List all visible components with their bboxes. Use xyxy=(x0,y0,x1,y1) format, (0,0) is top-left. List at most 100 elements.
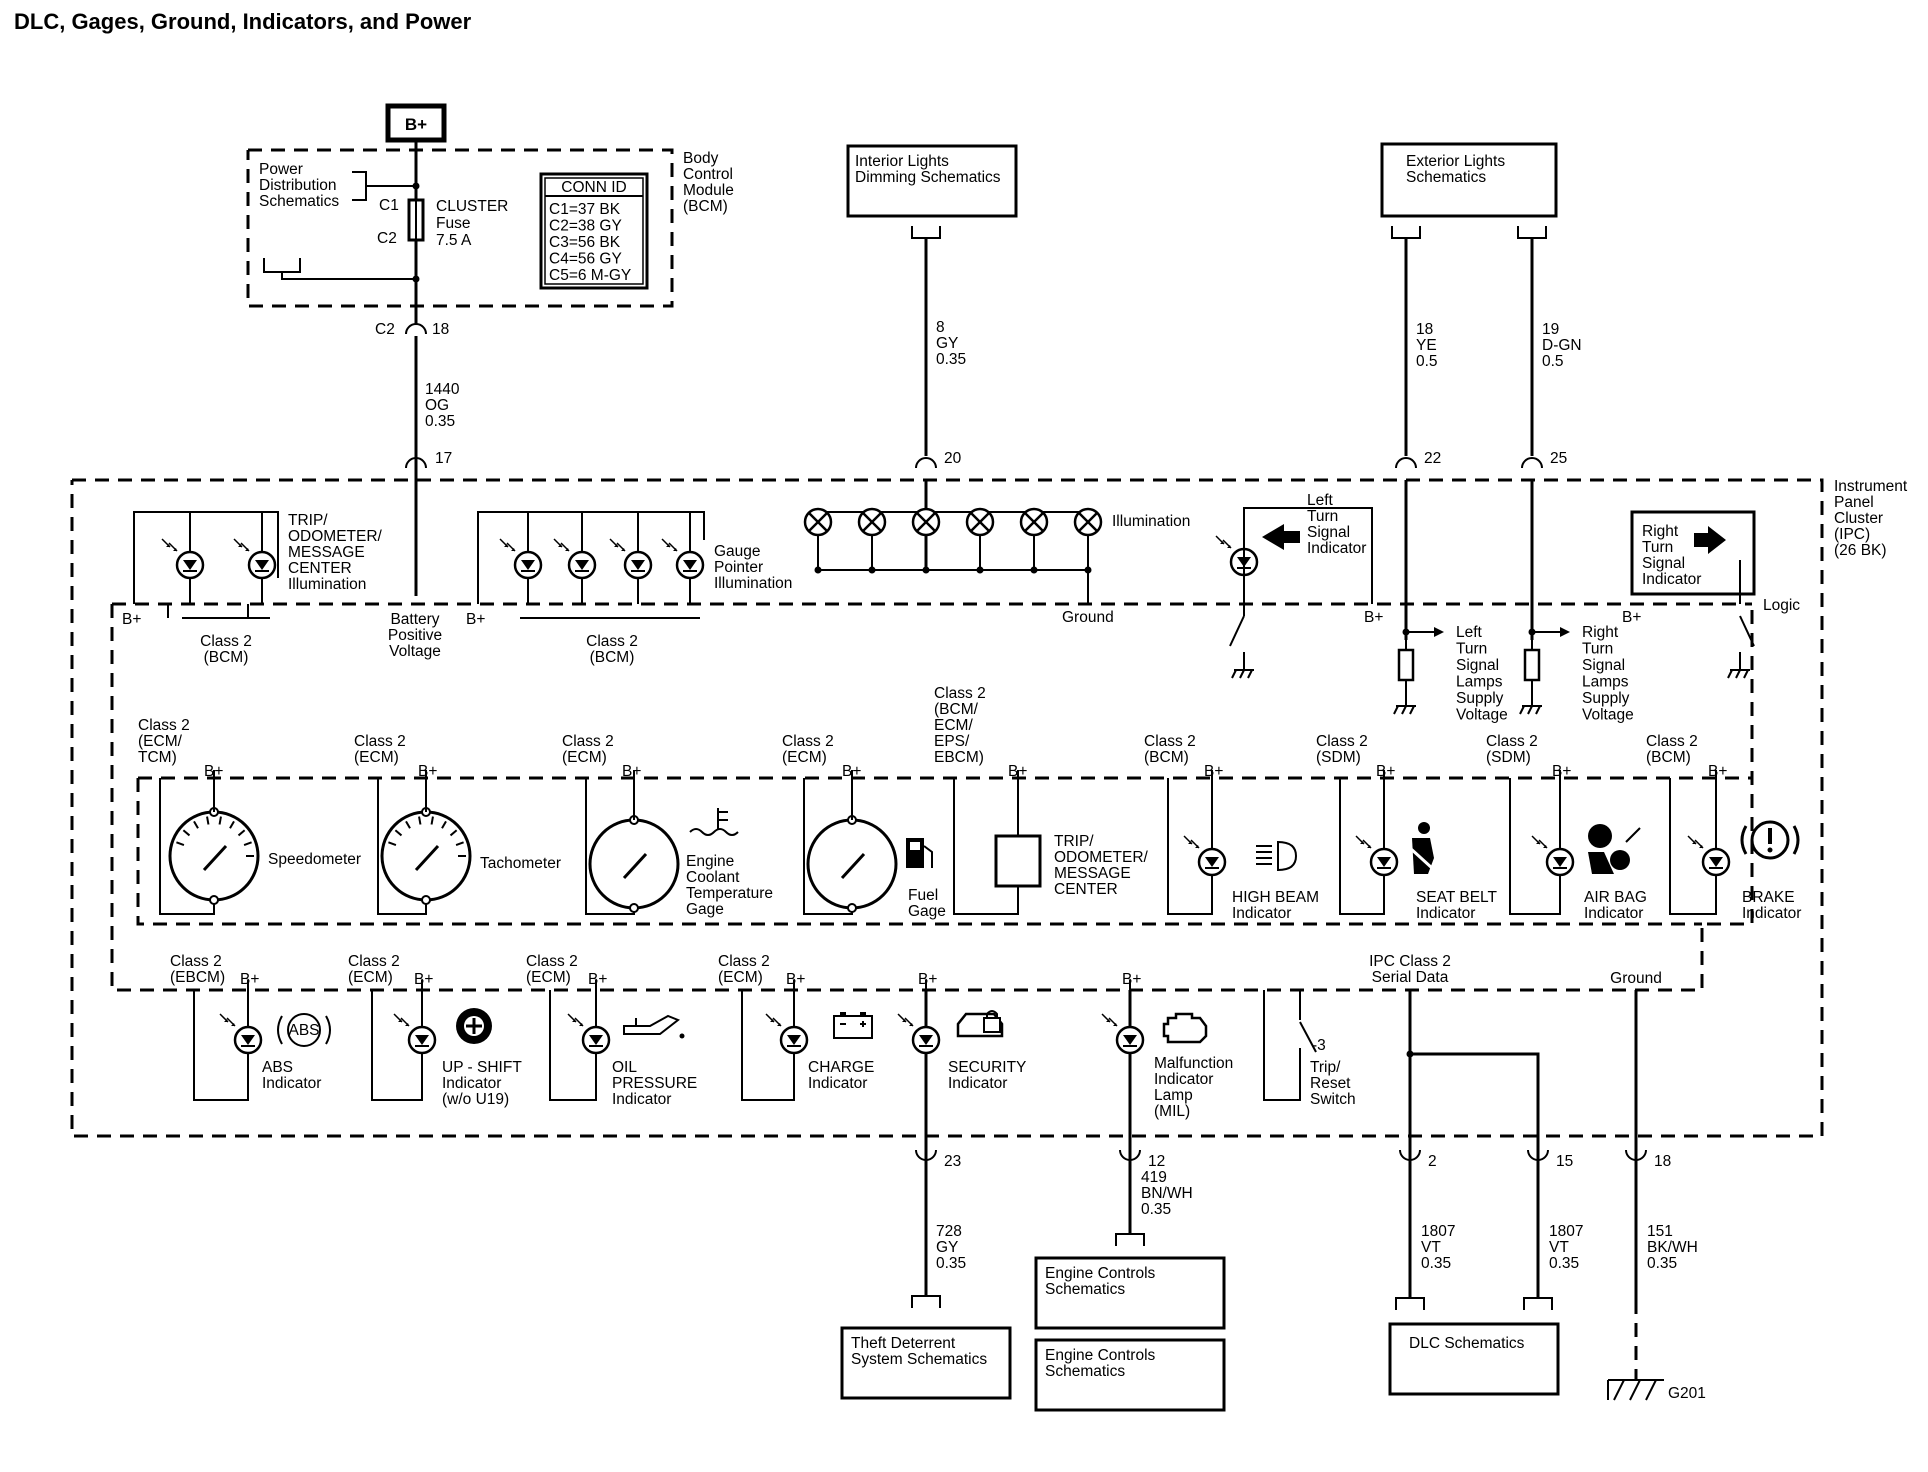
led-icon xyxy=(393,1013,437,1055)
text-line: Left xyxy=(1307,492,1334,509)
bplus-label: B+ xyxy=(622,763,641,780)
text-line: Voltage xyxy=(389,643,441,660)
text-line: Right xyxy=(1642,523,1679,540)
bplus-source: B+ xyxy=(385,103,447,143)
logic-label: Logic xyxy=(1763,597,1800,614)
led-icon xyxy=(233,538,277,580)
illumination-leds xyxy=(161,535,1755,580)
bplus-2: B+ xyxy=(466,611,485,628)
text-line: (BCM) xyxy=(1144,749,1189,766)
oil-can-icon xyxy=(623,1014,685,1039)
speedometer-label: Speedometer xyxy=(268,851,361,868)
pin-23: 23 xyxy=(944,1153,961,1170)
text-line: Cluster xyxy=(1834,510,1883,527)
bplus-label: B+ xyxy=(588,971,607,988)
led-icon xyxy=(219,1013,263,1055)
text-line: Coolant xyxy=(686,869,740,886)
text-line: 7.5 A xyxy=(436,232,472,249)
seat-belt-icon xyxy=(1408,822,1434,874)
bplus-label: B+ xyxy=(1552,763,1571,780)
bulb-icon xyxy=(911,507,941,537)
text-line: (ECM) xyxy=(348,969,393,986)
gauge-dial-icon xyxy=(168,807,260,905)
text-line: (ECM/ xyxy=(138,733,183,750)
text-line: Indicator xyxy=(1416,905,1475,922)
bulb-icon xyxy=(857,507,887,537)
fuse-c1: C1 xyxy=(379,197,399,214)
text-line: Control xyxy=(683,166,733,183)
text-line: GY xyxy=(936,335,958,352)
gauge-dial-icon xyxy=(806,815,898,913)
text-line: Supply xyxy=(1582,690,1630,707)
text-line: (BCM) xyxy=(683,198,728,215)
text-line: EPS/ xyxy=(934,733,970,750)
check-engine-icon xyxy=(1162,1012,1208,1044)
text-line: MESSAGE xyxy=(288,544,365,561)
text-line: Exterior Lights xyxy=(1406,153,1505,170)
illumination-bulbs xyxy=(803,480,1103,604)
text-line: Class 2 xyxy=(718,953,770,970)
text-line: Power xyxy=(259,161,303,178)
text-line: C5=6 M-GY xyxy=(549,267,631,284)
text-line: (IPC) xyxy=(1834,526,1870,543)
text-line: Schematics xyxy=(1045,1281,1125,1298)
text-line: Class 2 xyxy=(1316,733,1368,750)
pin-c2: C2 xyxy=(375,321,395,338)
led-icon xyxy=(161,538,205,580)
text-line: Indicator xyxy=(1307,540,1366,557)
svg-text:DLC Schematics: DLC Schematics xyxy=(1409,1335,1525,1352)
page-title: DLC, Gages, Ground, Indicators, and Powe… xyxy=(14,9,472,34)
class2-source: Class 2(SDM) xyxy=(1316,733,1368,766)
text-line: Engine xyxy=(686,853,734,870)
text-line: CLUSTER xyxy=(436,198,508,215)
brake-warning-icon xyxy=(1740,820,1800,860)
text-line: Indicator xyxy=(808,1075,867,1092)
text-line: Illumination xyxy=(288,576,366,593)
text-line: D-GN xyxy=(1542,337,1582,354)
pin-12: 12 xyxy=(1148,1153,1165,1170)
led-icon xyxy=(609,538,653,580)
text-line: 19 xyxy=(1542,321,1559,338)
led-icon xyxy=(1183,835,1227,877)
text-line: Indicator xyxy=(262,1075,321,1092)
text-line: HIGH BEAM xyxy=(1232,889,1319,906)
bplus-right-turn: B+ xyxy=(1622,609,1641,626)
text-line: 8 xyxy=(936,319,945,336)
bplus-label: B+ xyxy=(786,971,805,988)
text-line: Trip/ xyxy=(1310,1059,1341,1076)
text-line: 0.35 xyxy=(1549,1255,1579,1272)
class2-bcm-1: Class 2(BCM) xyxy=(200,633,252,666)
class2-source: Class 2(ECM) xyxy=(354,733,406,766)
text-line: C1=37 BK xyxy=(549,201,621,218)
text-line: Panel xyxy=(1834,494,1874,511)
coolant-temp-icon xyxy=(689,808,739,836)
svg-text:ABS: ABS xyxy=(288,1022,319,1039)
led-icon xyxy=(499,538,543,580)
text-line: Lamps xyxy=(1582,674,1629,691)
pin-17: 17 xyxy=(435,450,452,467)
led-icon xyxy=(1215,535,1259,577)
text-line: TCM) xyxy=(138,749,177,766)
gauge-dial-icon xyxy=(380,807,472,905)
text-line: Instrument xyxy=(1834,478,1908,495)
